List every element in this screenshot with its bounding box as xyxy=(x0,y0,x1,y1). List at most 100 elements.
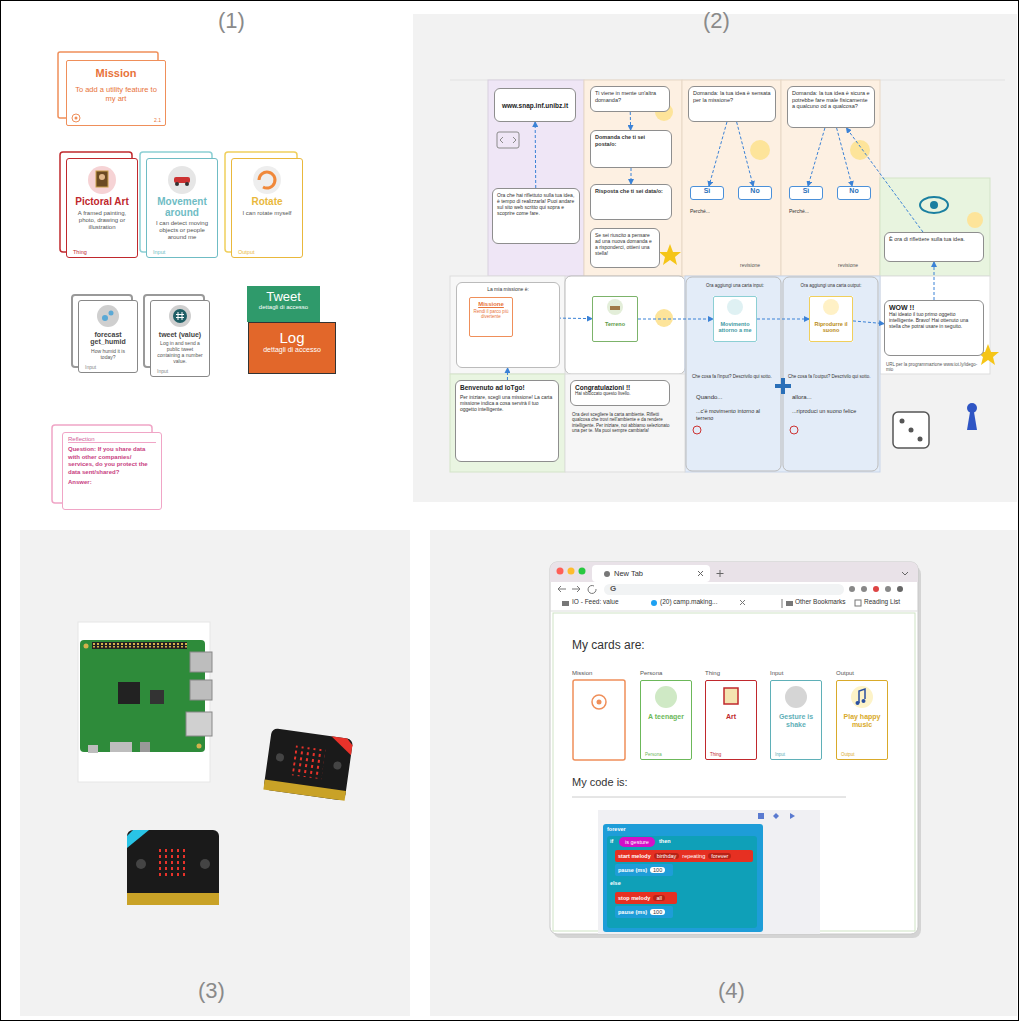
browser-window-part xyxy=(861,586,867,592)
flow-arrow xyxy=(507,368,508,380)
speech-bubble: Domanda che ti sei posta/o: xyxy=(590,130,672,168)
flow-arrow xyxy=(846,128,923,232)
node-text: Quando... xyxy=(696,394,722,400)
input-card: Movimento attorno a me xyxy=(713,296,757,342)
browser-window-part xyxy=(558,585,596,593)
node-text: Log xyxy=(251,329,333,346)
speech-bubble: Domanda: la tua idea è sensata per la mi… xyxy=(688,86,776,122)
node-text: Play happy music xyxy=(840,713,884,728)
hardware-drawing-part xyxy=(263,728,353,801)
code-block: start melodybirthdayrepeatingforever xyxy=(615,850,753,862)
card-stack xyxy=(52,52,303,510)
card-stack-part xyxy=(168,166,196,194)
label: G xyxy=(610,584,622,594)
node-text: Che cosa fa l'input? Descrivilo qui sott… xyxy=(692,374,778,379)
game-board-part xyxy=(610,306,620,310)
label: IO - Feed: value xyxy=(572,598,652,605)
flow-arrow xyxy=(837,128,853,186)
panel-number: (3) xyxy=(198,978,248,1004)
game-board-part xyxy=(809,296,853,342)
node-text: I can detect moving objects or people ar… xyxy=(151,220,213,242)
browser-tab: New Tab xyxy=(600,566,700,582)
node-text: Log in and send a public tweet containin… xyxy=(155,340,205,364)
game-board-part xyxy=(900,419,905,424)
node-text: Terreno xyxy=(595,321,635,327)
node-text: Rotate xyxy=(251,197,282,208)
game-board-part xyxy=(565,374,685,472)
node-text: Che cosa fa l'output? Descrivilo qui sot… xyxy=(788,374,874,379)
node-text: A framed painting, photo, drawing or ill… xyxy=(71,210,133,232)
node-text: Sì xyxy=(790,187,822,194)
game-board-part xyxy=(850,140,870,160)
node-text: forever xyxy=(607,826,626,832)
speech-bubble: WOW !!Hai ideato il tuo primo oggetto in… xyxy=(884,300,984,356)
panel-ground-part xyxy=(20,530,410,1016)
game-board-part xyxy=(685,276,880,472)
game-board-part xyxy=(488,80,584,276)
speech-bubble: È ora di riflettere sulla tua idea. xyxy=(884,232,984,262)
browser-window-part xyxy=(786,601,793,606)
code-block: foreverifthenelseis gesturestart melodyb… xyxy=(603,824,763,932)
hardware-drawing-part xyxy=(88,745,98,753)
label: Reading List xyxy=(864,598,914,605)
node-text: Domanda: la tua idea è sensata per la mi… xyxy=(693,90,771,103)
label: URL per la programmazione www.iot.ly/ide… xyxy=(886,362,984,373)
node-text: Se sei riuscito a pensare ad una nuova d… xyxy=(595,232,655,256)
game-board-part xyxy=(727,299,743,315)
node-text: Movement around xyxy=(151,197,213,218)
game-board-part xyxy=(918,437,923,442)
node-text: forever xyxy=(708,853,731,859)
card-stack-part xyxy=(173,309,187,323)
node-text: Riprodurre il suono xyxy=(812,321,850,333)
node-text: birthday xyxy=(654,853,680,859)
hardware-drawing-part xyxy=(190,652,212,672)
node-text: Reflection xyxy=(68,436,156,443)
node-text: Congratulazioni !! xyxy=(575,384,665,391)
flow-arrow xyxy=(757,319,809,320)
node-text: Persona xyxy=(645,752,662,757)
hardware-drawing-part xyxy=(140,742,150,752)
label: Other Bookmarks xyxy=(795,598,855,605)
node-text: Rendi il parco più divertente xyxy=(472,309,510,320)
game-board-part xyxy=(893,412,929,448)
browser-window-part xyxy=(553,613,915,931)
hardware-drawing-part xyxy=(84,644,89,649)
game-board-part xyxy=(783,277,878,471)
panel-number: (4) xyxy=(718,978,768,1004)
game-board xyxy=(450,80,1005,472)
node-text: È ora di riflettere sulla tua idea. xyxy=(889,236,979,243)
reflection-card: ReflectionQuestion: If you share data wi… xyxy=(62,432,162,510)
label: Ora devi scegliere la carta ambiente. Ri… xyxy=(572,412,678,434)
hardware-drawing-part-part xyxy=(263,779,346,800)
browser-window-part xyxy=(550,611,918,612)
node-text: dettagli di accesso xyxy=(251,346,333,353)
code-block: pause (ms)100 xyxy=(615,906,673,918)
game-board-part xyxy=(713,296,757,342)
hardware-drawing-part-part xyxy=(275,753,284,762)
hardware-drawing-part-part xyxy=(292,745,326,779)
hardware-drawing-part-part xyxy=(329,736,353,755)
hardware-drawing-part xyxy=(118,682,140,704)
browser-window-part xyxy=(785,686,807,708)
panel-ground-part xyxy=(430,530,1017,1016)
card-stack-part xyxy=(75,117,78,120)
speech-bubble: Congratulazioni !!Hai sbloccato questo l… xyxy=(570,380,670,406)
node-text: forecast get_humid xyxy=(83,331,133,346)
browser-window-part xyxy=(573,680,625,760)
card-stack-part xyxy=(146,158,218,258)
browser-window-part xyxy=(897,586,903,592)
input-card: Gesture is shakeInput xyxy=(770,680,822,760)
browser-window-part xyxy=(592,565,710,582)
node-text: New Tab xyxy=(614,569,700,578)
game-board-part xyxy=(967,403,977,413)
persona-card: A teenagerPersona xyxy=(640,680,692,760)
tweet-tile: Tweetdettagli di accesso xyxy=(247,286,320,322)
node-text: tweet (value) xyxy=(159,331,201,338)
hardware-drawing-part-part xyxy=(127,830,219,905)
hardware-drawing-part xyxy=(150,690,164,704)
browser-window-part xyxy=(862,699,866,703)
browser-window-part xyxy=(604,584,844,595)
